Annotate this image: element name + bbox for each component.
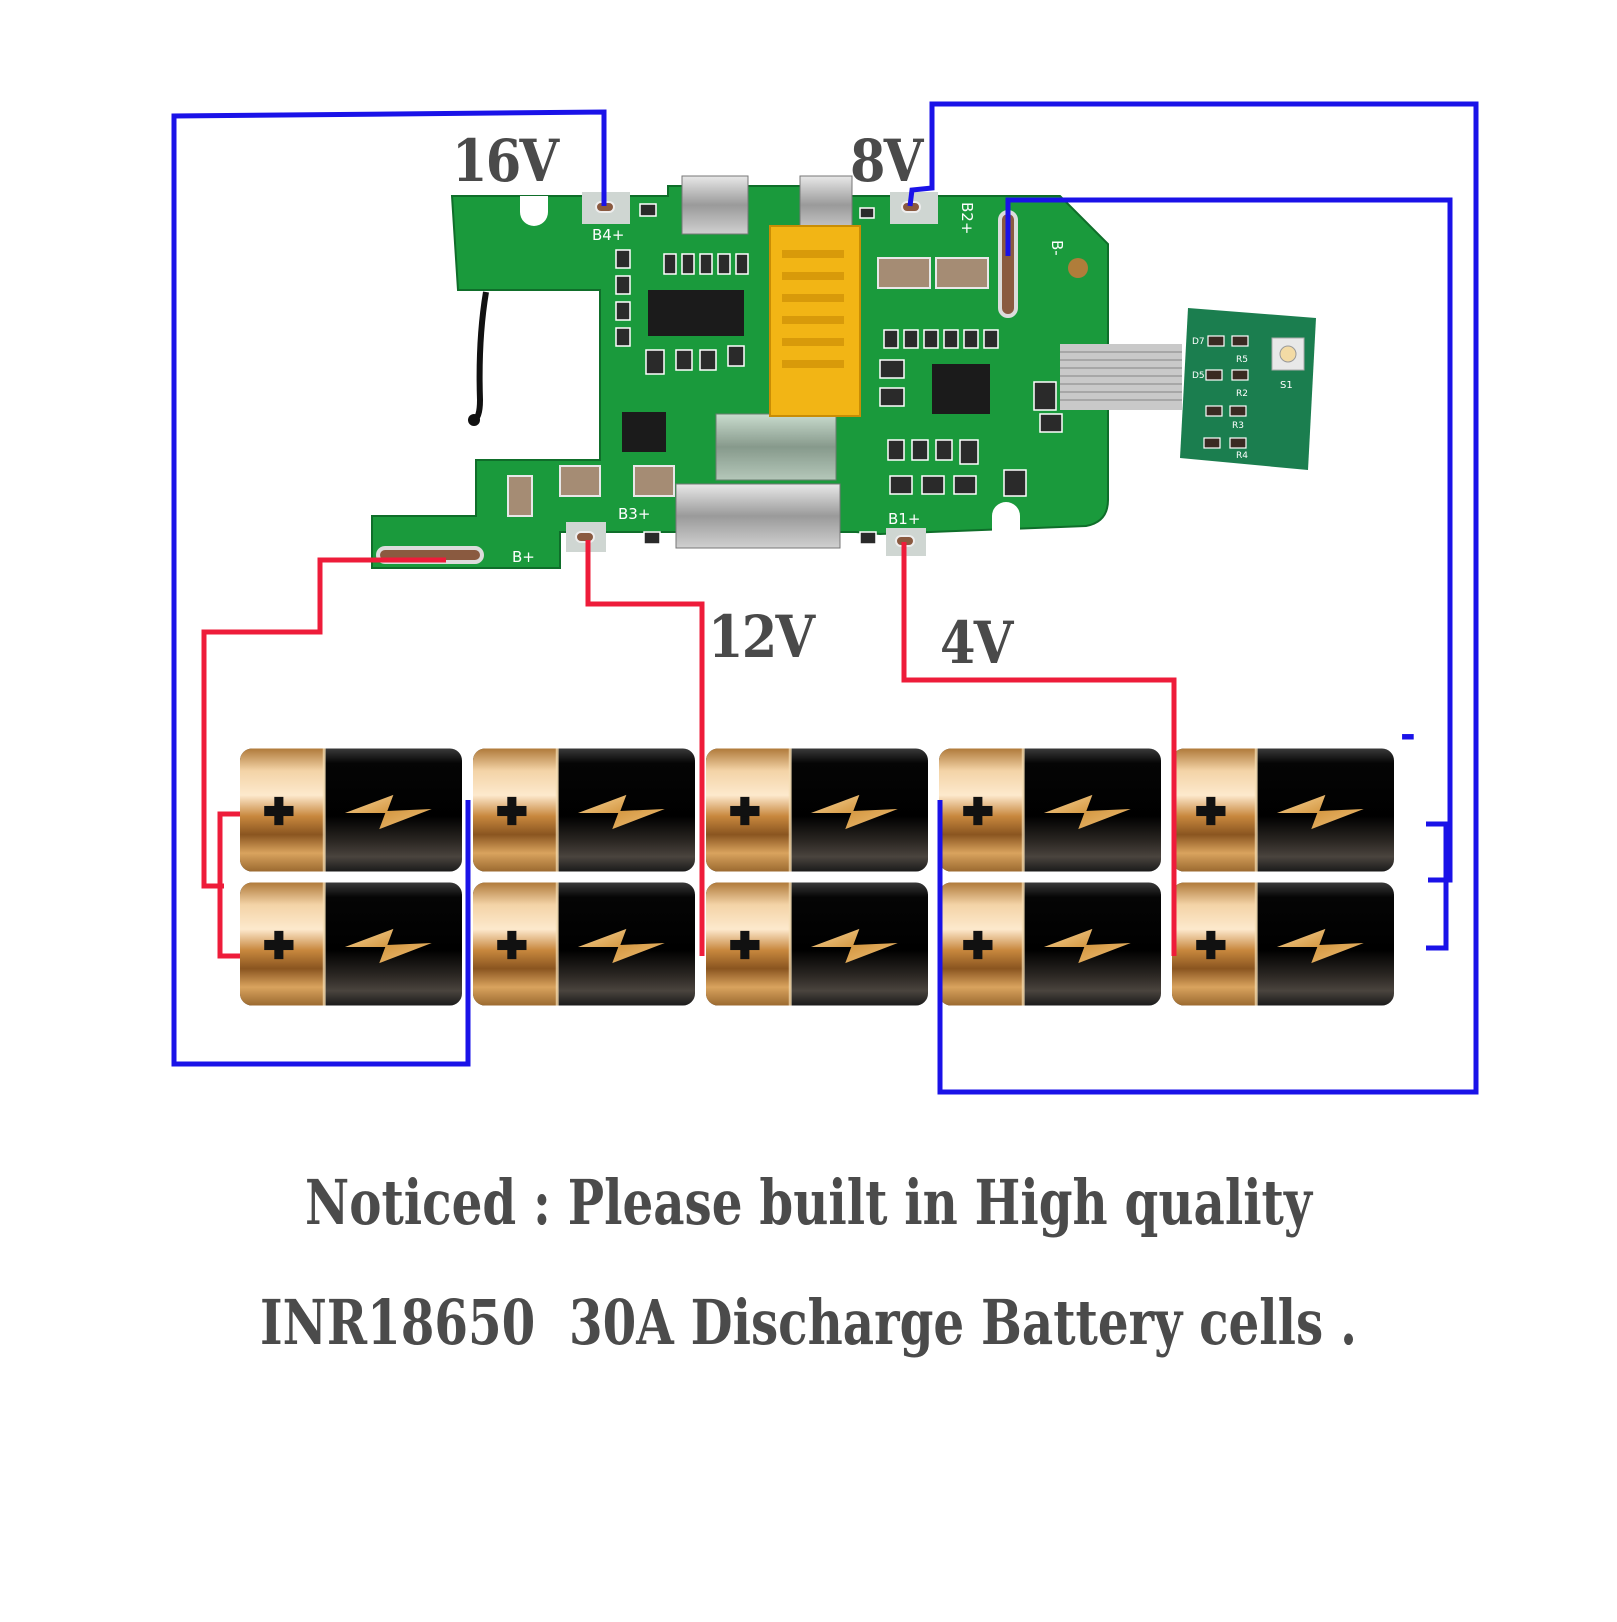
wire-bplus-parallel <box>217 811 240 959</box>
battery-cells <box>240 748 1394 1006</box>
silk-r3-label: R3 <box>1232 421 1244 431</box>
bms-pcb: B4+ B2+ B3+ B1+ B+ B- <box>371 175 1109 569</box>
silk-b2-label: B2+ <box>958 202 976 234</box>
voltage-label-8v: 8V <box>850 127 923 195</box>
battery-cell <box>473 748 695 872</box>
battery-cell <box>473 882 695 1006</box>
indicator-board: S1 D7 D5 R5 R2 R3 R4 <box>1180 308 1316 470</box>
wire-bplus <box>201 557 446 889</box>
blue-wires <box>171 101 1479 1095</box>
red-wires <box>201 540 1177 959</box>
silk-b1-label: B1+ <box>888 510 920 528</box>
battery-cell <box>240 748 462 872</box>
silk-r5-label: R5 <box>1236 355 1248 365</box>
ribbon-cable <box>1060 344 1182 410</box>
battery-cell <box>706 748 928 872</box>
silk-b4-label: B4+ <box>592 226 624 244</box>
silk-r4-label: R4 <box>1236 451 1248 461</box>
voltage-label-12v: 12V <box>708 603 815 671</box>
battery-cell <box>939 748 1161 872</box>
battery-cell <box>939 882 1161 1006</box>
silk-bplus-label: B+ <box>512 548 535 566</box>
battery-cell <box>1172 882 1394 1006</box>
voltage-label-4v: 4V <box>940 609 1013 677</box>
wire-12v-b3 <box>585 540 705 956</box>
wire-bminus-parallel <box>1426 821 1449 951</box>
wire-4v-b1 <box>901 542 1177 956</box>
negative-marker: - <box>1400 713 1416 757</box>
silk-d7-label: D7 <box>1192 337 1205 347</box>
silk-b3-label: B3+ <box>618 505 650 523</box>
voltage-label-16v: 16V <box>452 127 559 195</box>
wire-8v-b2 <box>907 101 1479 1095</box>
wire-bminus <box>1005 197 1453 883</box>
battery-cell <box>240 882 462 1006</box>
notice-line-2: INR18650 30A Discharge Battery cells . <box>260 1286 1357 1359</box>
wire-16v-b4 <box>171 109 607 1067</box>
battery-cell <box>1172 748 1394 872</box>
notice-line-1: Noticed : Please built in High quality <box>304 1166 1313 1239</box>
silk-r2-label: R2 <box>1236 389 1248 399</box>
silk-d5-label: D5 <box>1192 371 1205 381</box>
battery-cell <box>706 882 928 1006</box>
silk-s1-label: S1 <box>1280 380 1293 391</box>
silk-bminus-label: B- <box>1048 240 1066 256</box>
